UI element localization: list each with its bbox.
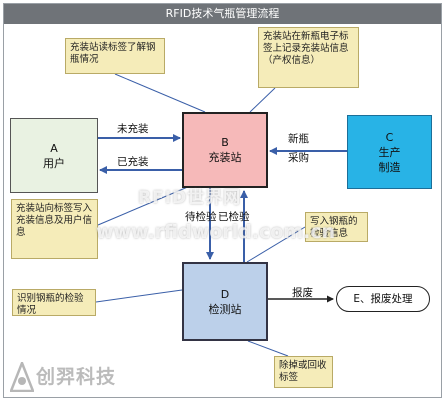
edge-label-b-to-d: 待检验 — [185, 211, 217, 223]
logo-name: 创羿科技 — [36, 366, 117, 388]
company-logo: 创羿科技 — [8, 362, 168, 400]
logo-mark-icon — [10, 362, 34, 392]
note-identify-inspection: 识别钢瓶的检验情况 — [12, 289, 96, 316]
edge-label-c-to-b-line1: 新瓶 — [288, 133, 309, 145]
leader-note-6 — [247, 340, 289, 357]
leader-note-1 — [114, 73, 206, 113]
node-c-line2: 制造 — [378, 160, 401, 174]
leader-note-5 — [95, 289, 183, 303]
leader-note-2 — [249, 87, 276, 113]
node-c-manufacturing: C 生产 制造 — [347, 115, 432, 189]
leader-note-3 — [97, 185, 191, 226]
node-b-letter: B — [221, 136, 229, 149]
node-e-name: E、报废处理 — [353, 292, 413, 305]
node-b-name: 充装站 — [208, 151, 242, 164]
note-remove-tag: 除掉或回收标签 — [274, 356, 333, 388]
edge-label-b-to-a: 已充装 — [117, 156, 149, 168]
edge-label-d-to-e: 报废 — [292, 287, 313, 299]
node-a-user: A 用户 — [10, 118, 98, 193]
note-write-fill-info: 充装站向标签写入充装信息及用户信息 — [11, 199, 98, 259]
node-c-letter: C — [385, 130, 394, 144]
node-a-letter: A — [50, 141, 58, 155]
node-b-filling-station: B 充装站 — [182, 112, 268, 188]
node-c-line1: 生产 — [378, 145, 401, 159]
note-read-tag: 充装站读标签了解钢瓶情况 — [65, 38, 165, 74]
node-d-name: 检测站 — [208, 302, 242, 316]
node-a-name: 用户 — [43, 156, 65, 170]
edge-label-c-to-b-line2: 采购 — [288, 152, 309, 164]
edge-label-d-to-b: 已检验 — [218, 211, 250, 223]
watermark-site-url: www.rfidworld.com.cn — [96, 221, 336, 243]
note-write-inspection-info: 写入钢瓶的检验信息 — [305, 212, 368, 242]
note-new-bottle-record: 充装站在新瓶电子标签上记录充装站信息（产权信息） — [258, 27, 359, 88]
diagram-title: RFID技术气瓶管理流程 — [4, 4, 441, 24]
node-d-inspection-station: D 检测站 — [182, 262, 268, 341]
edge-label-a-to-b: 未充装 — [117, 123, 149, 135]
leader-note-4 — [246, 226, 306, 263]
node-e-scrap-processing: E、报废处理 — [336, 286, 430, 312]
watermark-site-name: RFID世界网 — [138, 188, 242, 208]
node-d-letter: D — [220, 287, 230, 301]
